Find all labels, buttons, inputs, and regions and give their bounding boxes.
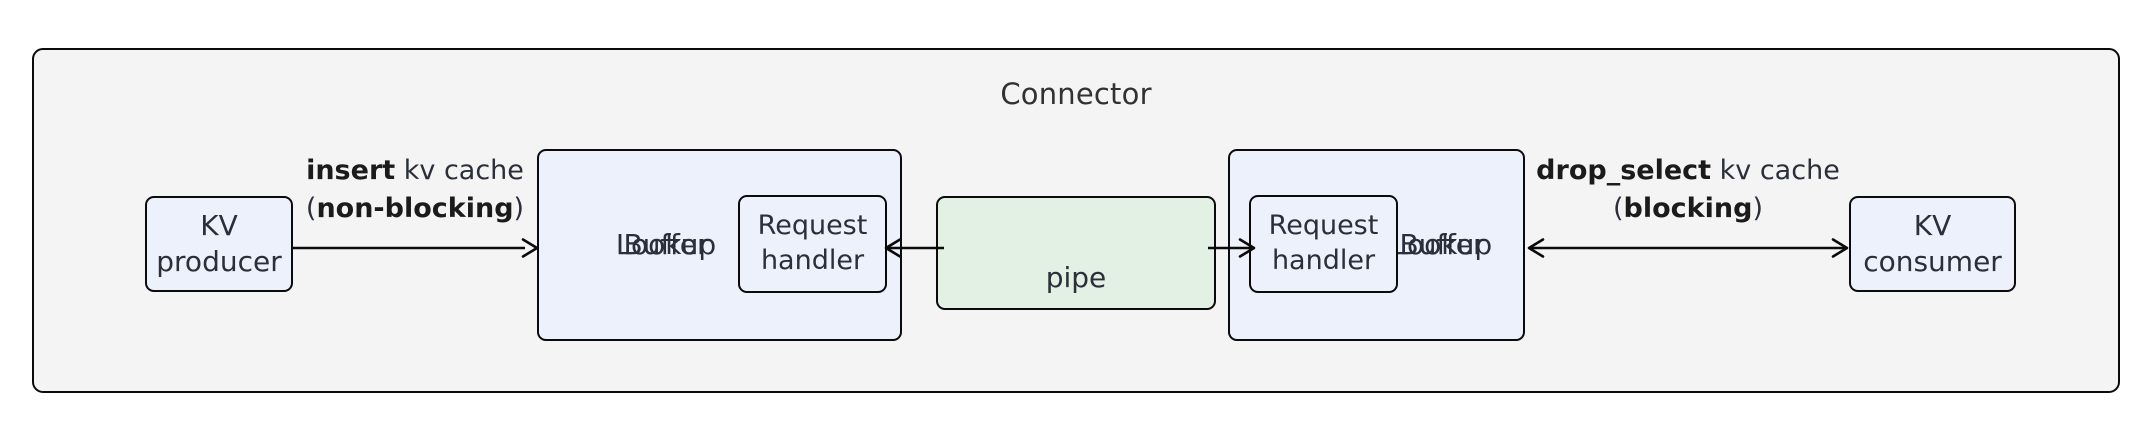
lookup-buffer-right-label-line1: Lookup	[1391, 228, 1493, 262]
edge-label-drop-select: drop_select kv cache (blocking)	[1527, 152, 1849, 229]
connector-title: Connector	[1000, 77, 1152, 111]
arrow-drop-select	[1527, 238, 1849, 258]
kv-producer-node: KV producer	[145, 196, 293, 292]
edge-label-drop-select-rest: kv cache	[1711, 155, 1840, 186]
edge-label-insert-paren-open: (	[305, 193, 317, 225]
edge-label-drop-select-bold: drop_select	[1536, 155, 1712, 186]
request-handler-right-node: Request handler	[1249, 195, 1398, 293]
lookup-buffer-left-label-line2: Buffer	[623, 228, 709, 262]
edge-label-insert-line1: insert kv cache	[293, 152, 537, 190]
pipe-label: pipe	[1045, 261, 1107, 295]
request-handler-left-node: Request handler	[738, 195, 887, 293]
edge-label-insert-line2: (non-blocking)	[293, 190, 537, 228]
edge-label-drop-select-mode: blocking	[1623, 193, 1753, 225]
edge-label-insert-rest: kv cache	[395, 155, 524, 186]
edge-label-insert: insert kv cache (non-blocking)	[293, 152, 537, 229]
arrow-insert	[293, 238, 539, 258]
kv-consumer-label-line2: consumer	[1863, 245, 2002, 278]
arrow-pipe-to-right-handler	[1208, 238, 1256, 258]
kv-producer-label-line2: producer	[156, 245, 282, 278]
lookup-buffer-left-label-line1: Lookup	[615, 228, 717, 262]
lookup-buffer-right-label-line2: Buffer	[1399, 228, 1485, 262]
kv-consumer-label-line1: KV	[1913, 209, 1952, 243]
request-handler-right-label-line2: handler	[1271, 245, 1376, 276]
kv-consumer-node: KV consumer	[1849, 196, 2016, 292]
kv-producer-label-line1: KV	[200, 209, 238, 243]
edge-label-insert-mode: non-blocking	[316, 193, 514, 225]
pipe-node: pipe	[936, 196, 1216, 310]
request-handler-right-label-line1: Request	[1268, 210, 1379, 242]
edge-label-drop-select-line2: (blocking)	[1527, 190, 1849, 228]
edge-label-drop-select-paren-close: )	[1752, 193, 1763, 225]
edge-label-drop-select-paren-open: (	[1613, 193, 1624, 225]
request-handler-left-label-line2: handler	[760, 245, 865, 276]
arrow-pipe-to-left-handler	[884, 238, 944, 258]
request-handler-left-label-line1: Request	[757, 210, 868, 242]
edge-label-drop-select-line1: drop_select kv cache	[1527, 152, 1849, 190]
edge-label-insert-bold: insert	[306, 155, 396, 186]
edge-label-insert-paren-close: )	[513, 193, 525, 225]
